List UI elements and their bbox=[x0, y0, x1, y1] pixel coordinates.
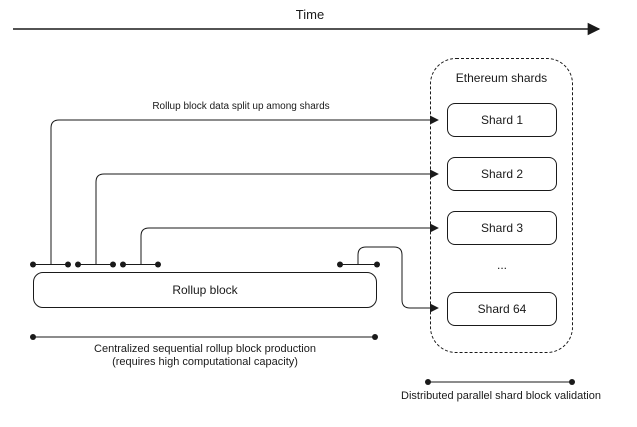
ethereum-shards-container bbox=[430, 58, 573, 353]
validation-span-line bbox=[425, 379, 575, 385]
connector-shard-3 bbox=[140, 223, 439, 264]
time-label: Time bbox=[295, 7, 325, 22]
ethereum-shards-title: Ethereum shards bbox=[455, 71, 548, 85]
shard-1-box: Shard 1 bbox=[447, 103, 557, 137]
shards-ellipsis: ... bbox=[496, 258, 507, 272]
connector-shard-64 bbox=[357, 246, 439, 313]
shard-64-box: Shard 64 bbox=[447, 292, 557, 326]
connector-shard-2 bbox=[95, 169, 439, 264]
validation-caption: Distributed parallel shard block validat… bbox=[401, 390, 601, 402]
production-span-line bbox=[30, 334, 378, 340]
shard-2-box: Shard 2 bbox=[447, 157, 557, 191]
shard-2-label: Shard 2 bbox=[480, 167, 524, 181]
rollup-block-label: Rollup block bbox=[172, 283, 238, 297]
split-annotation: Rollup block data split up among shards bbox=[152, 101, 330, 112]
shard-64-label: Shard 64 bbox=[477, 302, 527, 316]
production-caption-line2: (requires high computational capacity) bbox=[112, 356, 298, 369]
shard-1-label: Shard 1 bbox=[480, 113, 524, 127]
rollup-data-segments bbox=[30, 261, 380, 268]
production-caption: Centralized sequential rollup block prod… bbox=[33, 343, 377, 369]
rollup-block-box: Rollup block bbox=[33, 272, 377, 308]
connector-shard-1 bbox=[50, 115, 439, 264]
production-caption-line1: Centralized sequential rollup block prod… bbox=[94, 343, 316, 355]
shard-3-box: Shard 3 bbox=[447, 211, 557, 245]
shard-3-label: Shard 3 bbox=[480, 221, 524, 235]
